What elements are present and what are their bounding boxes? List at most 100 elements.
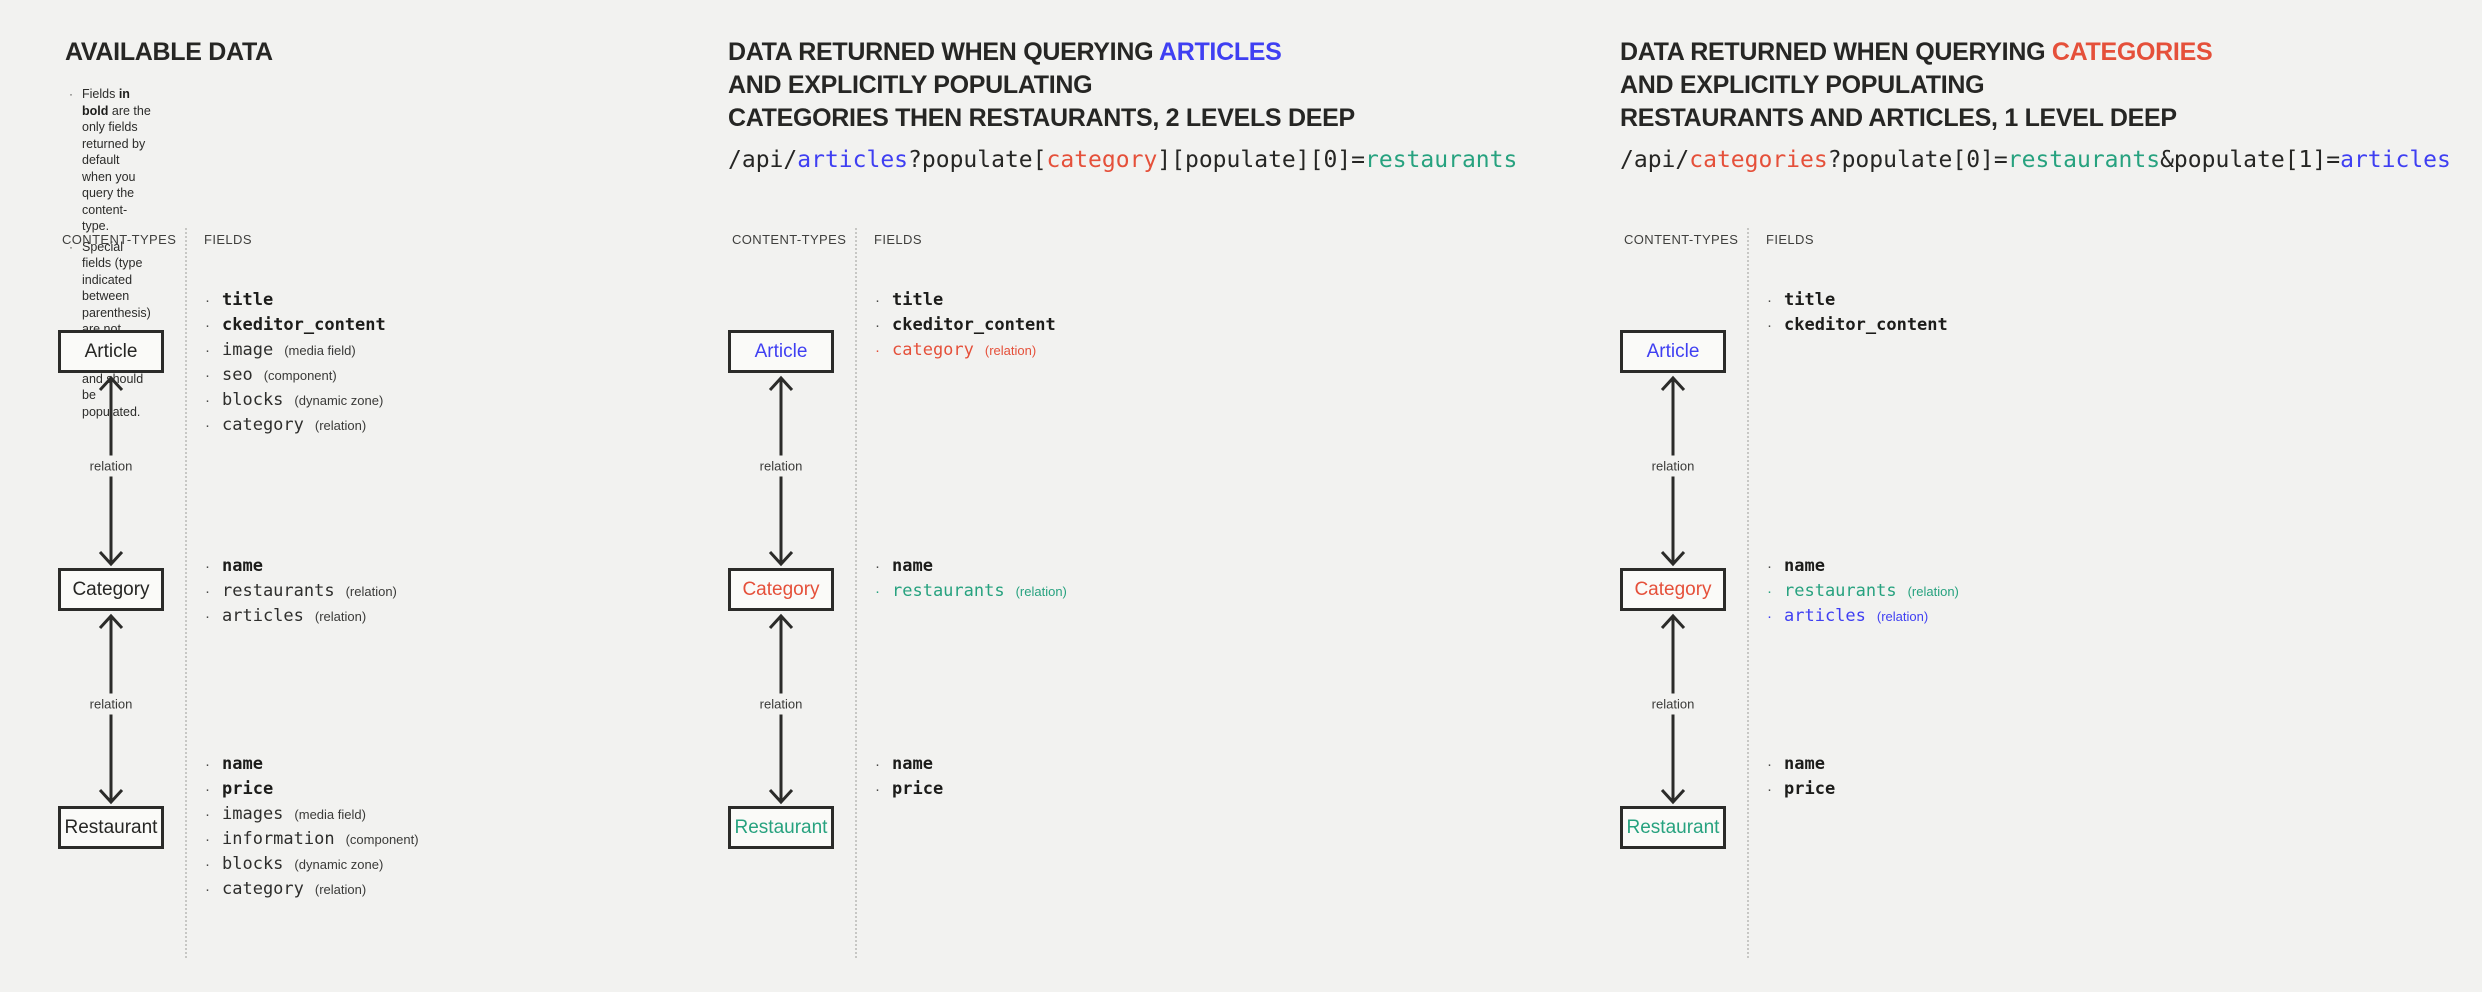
bullet-icon: · — [205, 392, 210, 409]
fields-list-article: ·title·ckeditor_content — [1767, 290, 1948, 340]
field-name: ckeditor_content — [1784, 315, 1948, 335]
bullet-icon: · — [205, 856, 210, 873]
column-divider — [185, 228, 187, 958]
content-type-box-article: Article — [1620, 330, 1726, 373]
code-segment: /api/ — [728, 147, 798, 173]
content-type-box-category: Category — [58, 568, 164, 611]
field-item: · name — [1767, 754, 1835, 779]
heading-line: AVAILABLE DATA — [65, 36, 273, 69]
field-item: ·price — [875, 779, 943, 804]
relation-arrow-label: relation — [754, 455, 808, 477]
field-item: ·name — [205, 754, 419, 779]
bullet-icon: · — [69, 87, 73, 101]
code-segment: /api/ — [1620, 147, 1690, 173]
field-item: · ckeditor_content — [1767, 315, 1948, 340]
content-type-box-article: Article — [728, 330, 834, 373]
field-item: ·images(media field) — [205, 804, 419, 829]
bullet-icon: · — [1767, 558, 1772, 575]
heading-segment: DATA RETURNED WHEN QUERYING — [728, 38, 1159, 66]
heading-segment: AND EXPLICITLY POPULATING — [728, 71, 1093, 99]
field-name: category — [892, 340, 974, 360]
field-type-annotation: (relation) — [345, 584, 397, 599]
field-type-annotation: (relation) — [314, 418, 367, 433]
bullet-icon: · — [1767, 292, 1772, 309]
field-item: ·restaurants(relation) — [1767, 581, 1959, 606]
content-type-box-restaurant: Restaurant — [1620, 806, 1726, 849]
code-segment: restaurants — [2007, 147, 2161, 173]
field-type-annotation: (relation) — [314, 609, 367, 624]
code-segment: &populate[1]= — [2160, 147, 2341, 173]
field-item: ·blocks(dynamic zone) — [205, 854, 419, 879]
heading-line: CATEGORIES THEN RESTAURANTS, 2 LEVELS DE… — [728, 102, 1355, 135]
heading-line: DATA RETURNED WHEN QUERYING CATEGORIES — [1620, 36, 2213, 69]
bullet-icon: · — [1767, 781, 1772, 798]
bullet-icon: · — [205, 831, 210, 848]
field-name: blocks — [222, 390, 284, 410]
bullet-icon: · — [1767, 583, 1772, 600]
bullet-icon: · — [1767, 608, 1772, 625]
content-type-box-label: Restaurant — [64, 816, 158, 838]
field-type-annotation: (relation) — [1876, 609, 1929, 624]
code-segment: categories — [1689, 147, 1828, 173]
bullet-icon: · — [875, 342, 880, 359]
field-name: ckeditor_content — [892, 315, 1056, 335]
fields-list-article: ·title·ckeditor_content·image(media fiel… — [205, 290, 386, 440]
field-type-annotation: (relation) — [314, 882, 367, 897]
bullet-icon: · — [205, 806, 210, 823]
field-item: ·ckeditor_content — [875, 315, 1056, 340]
field-name: image — [222, 340, 274, 360]
field-item: ·restaurants(relation) — [875, 581, 1067, 606]
field-name: ckeditor_content — [222, 315, 386, 335]
bullet-icon: · — [69, 239, 73, 254]
field-type-annotation: (media field) — [294, 807, 366, 822]
bullet-icon: · — [205, 558, 210, 575]
field-item: ·seo(component) — [205, 365, 386, 390]
note-item: ·Fields in bold are the only fields retu… — [65, 86, 151, 235]
content-type-box-label: Restaurant — [1626, 816, 1720, 838]
field-name: category — [222, 879, 304, 899]
code-segment: articles — [797, 147, 909, 173]
field-item: ·name — [205, 556, 397, 581]
heading-segment: ARTICLES — [1158, 38, 1282, 66]
heading-segment: CATEGORIES — [2051, 38, 2213, 66]
field-item: ·title — [205, 290, 386, 315]
content-type-box-article: Article — [58, 330, 164, 373]
code-segment: articles — [2340, 147, 2451, 173]
field-item: ·name — [875, 556, 1067, 581]
heading-segment: AVAILABLE DATA — [65, 38, 273, 66]
bullet-icon: · — [1767, 756, 1772, 773]
field-name: name — [1784, 754, 1825, 774]
field-item: ·name — [1767, 556, 1959, 581]
api-query-code: /api/articles?populate[category][populat… — [728, 146, 1517, 174]
code-segment: ][populate][0]= — [1157, 147, 1366, 173]
field-name: restaurants — [1784, 581, 1897, 601]
field-name: price — [892, 779, 944, 799]
bullet-icon: · — [205, 583, 210, 600]
bullet-icon: · — [205, 342, 210, 359]
field-item: ·category(relation) — [875, 340, 1056, 365]
relation-arrow-label: relation — [1646, 693, 1700, 715]
code-segment: category — [1046, 147, 1158, 173]
content-types-column-label: CONTENT-TYPES — [732, 232, 847, 247]
field-item: ·title — [1767, 290, 1948, 315]
relation-arrow-label: relation — [84, 455, 138, 477]
field-name: title — [892, 290, 944, 310]
field-name: category — [222, 415, 304, 435]
field-item: ·information(component) — [205, 829, 419, 854]
fields-list-category: ·name·restaurants(relation) — [875, 556, 1067, 606]
field-item: ·restaurants(relation) — [205, 581, 397, 606]
content-type-box-label: Category — [1634, 578, 1712, 600]
content-types-column-label: CONTENT-TYPES — [62, 232, 177, 247]
api-query-code: /api/categories?populate[0]=restaurants&… — [1620, 146, 2451, 174]
relation-arrow-label: relation — [84, 693, 138, 715]
content-type-box-label: Article — [1646, 340, 1700, 362]
field-name: name — [222, 754, 263, 774]
field-item: ·category(relation) — [205, 415, 386, 440]
field-name: price — [222, 779, 274, 799]
bullet-icon: · — [1767, 317, 1772, 334]
